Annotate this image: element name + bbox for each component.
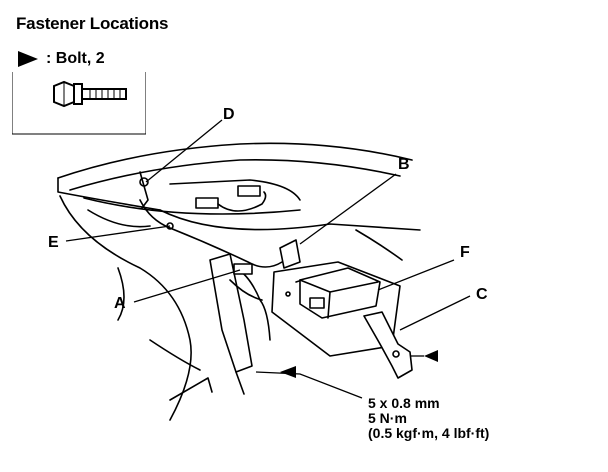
callout-a: A — [114, 295, 126, 312]
callout-f: F — [460, 244, 470, 261]
callout-b: B — [398, 156, 410, 173]
bolt-marker-icon — [280, 366, 296, 378]
callout-c: C — [476, 286, 488, 303]
callout-e: E — [48, 234, 59, 251]
bolt-marker-icon — [424, 350, 438, 362]
torque-alt: (0.5 kgf·m, 4 lbf·ft) — [368, 425, 490, 441]
leader-b — [299, 173, 397, 245]
bolt-legend-label: : Bolt, 2 — [46, 50, 105, 67]
leader-spec — [255, 371, 363, 399]
torque-spec: 5 x 0.8 mm 5 N·m (0.5 kgf·m, 4 lbf·ft) — [368, 396, 489, 441]
leader-e — [65, 225, 171, 242]
bolt-size: 5 x 0.8 mm — [368, 395, 440, 411]
bolt-marker-icon — [18, 51, 38, 67]
callout-d: D — [223, 106, 235, 123]
torque-nm: 5 N·m — [368, 410, 407, 426]
leader-f — [377, 259, 455, 291]
leader-a — [133, 269, 241, 303]
bolt-illustration — [12, 72, 146, 135]
leader-d — [145, 119, 223, 183]
page-title: Fastener Locations — [16, 14, 169, 33]
leader-c — [399, 295, 471, 331]
